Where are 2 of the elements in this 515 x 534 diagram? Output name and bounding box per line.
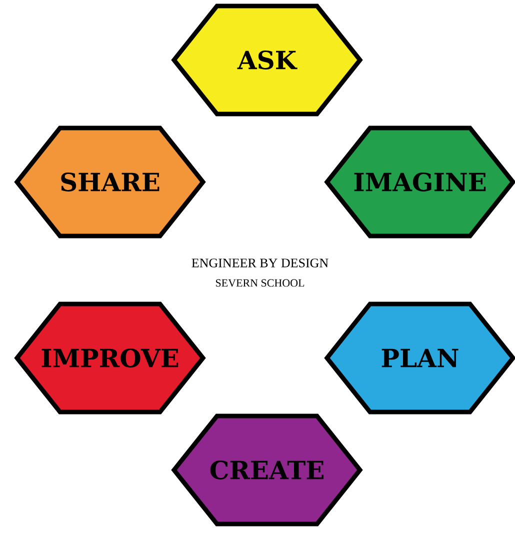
center-text: ENGINEER BY DESIGN (192, 258, 328, 268)
center-text: SEVERN SCHOOL (216, 279, 304, 287)
